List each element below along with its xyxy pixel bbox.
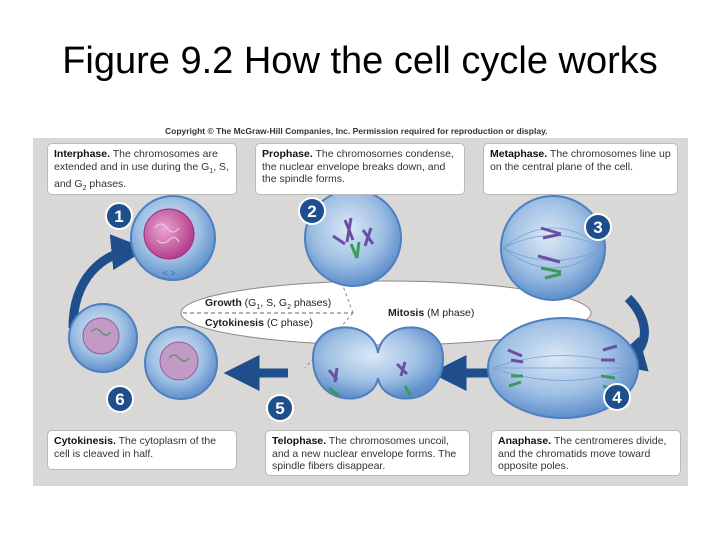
step-badge-4: 4 bbox=[603, 383, 631, 411]
step-badge-3: 3 bbox=[584, 213, 612, 241]
step-badge-2: 2 bbox=[298, 197, 326, 225]
svg-text:1: 1 bbox=[114, 207, 123, 226]
interphase-caption: Interphase. The chromosomes are extended… bbox=[47, 143, 237, 195]
svg-text:4: 4 bbox=[612, 388, 622, 407]
mitosis-label: Mitosis (M phase) bbox=[388, 307, 474, 319]
metaphase-caption: Metaphase. The chromosomes line up on th… bbox=[483, 143, 678, 195]
growth-label: Growth (G1, S, G2 phases) bbox=[205, 297, 331, 311]
telophase-caption: Telophase. The chromosomes uncoil, and a… bbox=[265, 430, 470, 476]
telophase-cell bbox=[311, 326, 445, 400]
cell-cycle-figure: Growth (G1, S, G2 phases) Cytokinesis (C… bbox=[33, 138, 688, 486]
metaphase-cell bbox=[500, 195, 606, 301]
anaphase-caption: Anaphase. The centromeres divide, and th… bbox=[491, 430, 681, 476]
step-badge-5: 5 bbox=[266, 394, 294, 422]
arrow-6-to-1 bbox=[68, 234, 148, 329]
copyright-notice: Copyright © The McGraw-Hill Companies, I… bbox=[165, 126, 548, 136]
cell-cycle-diagram: Growth (G1, S, G2 phases) Cytokinesis (C… bbox=[68, 189, 649, 422]
svg-text:5: 5 bbox=[275, 399, 284, 418]
step-badge-6: 6 bbox=[106, 385, 134, 413]
anaphase-cell bbox=[487, 317, 639, 419]
svg-text:2: 2 bbox=[307, 202, 316, 221]
svg-text:6: 6 bbox=[115, 390, 124, 409]
cytokinesis-label: Cytokinesis (C phase) bbox=[205, 317, 313, 329]
svg-text:< >: < > bbox=[162, 268, 175, 278]
interphase-cell: < > bbox=[130, 195, 216, 281]
cytokinesis-cells bbox=[68, 303, 218, 400]
prophase-cell bbox=[304, 189, 402, 287]
svg-text:3: 3 bbox=[593, 218, 602, 237]
slide-title: Figure 9.2 How the cell cycle works bbox=[62, 40, 658, 82]
prophase-caption: Prophase. The chromosomes condense, the … bbox=[255, 143, 465, 195]
cytokinesis-caption: Cytokinesis. The cytoplasm of the cell i… bbox=[47, 430, 237, 470]
step-badge-1: 1 bbox=[105, 202, 133, 230]
